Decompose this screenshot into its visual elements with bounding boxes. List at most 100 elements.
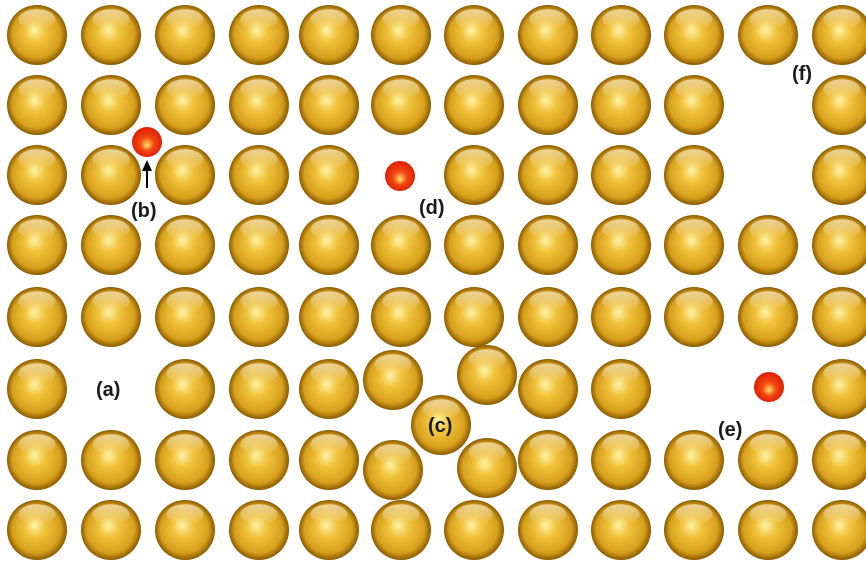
relaxed-atom-upper-right	[457, 345, 517, 405]
host-atom-r2-c7	[444, 75, 504, 135]
host-atom-r1-c10	[664, 5, 724, 65]
host-atom-r3-c5	[299, 145, 359, 205]
host-atom-r5-c1	[7, 287, 67, 347]
host-atom-r4-c3	[155, 215, 215, 275]
host-atom-r6-c8	[518, 359, 578, 419]
host-atom-r7-c10	[664, 430, 724, 490]
arrow-layer	[142, 160, 152, 188]
host-atom-r4-c9	[591, 215, 651, 275]
host-atom-r8-c2	[81, 500, 141, 560]
host-atom-r3-c2	[81, 145, 141, 205]
host-atom-r8-c10	[664, 500, 724, 560]
host-atom-r4-c6	[371, 215, 431, 275]
impurity-atoms-layer	[132, 127, 784, 402]
host-atom-r5-c10	[664, 287, 724, 347]
host-atom-r5-c4	[229, 287, 289, 347]
host-atom-r2-c4	[229, 75, 289, 135]
host-atom-r5-c11	[738, 287, 798, 347]
relaxed-atom-upper-left	[363, 350, 423, 410]
host-atom-r8-c12	[812, 500, 866, 560]
self-interstitial-atom	[411, 395, 471, 455]
host-atom-r1-c6	[371, 5, 431, 65]
label-vacancy-a: (a)	[96, 379, 121, 401]
host-atoms-layer	[7, 5, 866, 560]
host-atom-r2-c6	[371, 75, 431, 135]
impurity-atom-substitutional	[385, 161, 415, 191]
host-atom-r8-c1	[7, 500, 67, 560]
host-atom-r4-c10	[664, 215, 724, 275]
host-atom-r2-c9	[591, 75, 651, 135]
host-atom-r4-c11	[738, 215, 798, 275]
label-vacancy-cluster-f: (f)	[792, 63, 812, 85]
host-atom-r1-c11	[738, 5, 798, 65]
host-atom-r6-c9	[591, 359, 651, 419]
host-atom-r1-c7	[444, 5, 504, 65]
host-atom-r2-c2	[81, 75, 141, 135]
host-atom-r7-c9	[591, 430, 651, 490]
host-atom-r2-c5	[299, 75, 359, 135]
host-atom-r8-c11	[738, 500, 798, 560]
host-atom-r1-c2	[81, 5, 141, 65]
host-atom-r3-c10	[664, 145, 724, 205]
host-atom-r6-c5	[299, 359, 359, 419]
host-atom-r2-c8	[518, 75, 578, 135]
host-atom-r4-c4	[229, 215, 289, 275]
host-atom-r4-c5	[299, 215, 359, 275]
host-atom-r3-c4	[229, 145, 289, 205]
host-atom-r6-c12	[812, 359, 866, 419]
host-atom-r7-c1	[7, 430, 67, 490]
host-atom-r4-c2	[81, 215, 141, 275]
label-substitutional-d: (d)	[419, 197, 445, 219]
host-atom-r7-c3	[155, 430, 215, 490]
impurity-atom-interstitial	[132, 127, 162, 157]
host-atom-r3-c7	[444, 145, 504, 205]
host-atom-r2-c3	[155, 75, 215, 135]
host-atom-r1-c3	[155, 5, 215, 65]
label-impurity-cluster-e: (e)	[718, 419, 743, 441]
host-atom-r4-c12	[812, 215, 866, 275]
host-atom-r7-c4	[229, 430, 289, 490]
host-atom-r7-c8	[518, 430, 578, 490]
host-atom-r1-c4	[229, 5, 289, 65]
label-interstitial-b: (b)	[131, 200, 157, 222]
host-atom-r5-c5	[299, 287, 359, 347]
host-atom-r7-c12	[812, 430, 866, 490]
host-atom-r6-c3	[155, 359, 215, 419]
host-atom-r1-c1	[7, 5, 67, 65]
arrow-head-icon	[142, 160, 152, 171]
host-atom-r7-c5	[299, 430, 359, 490]
host-atom-r2-c12	[812, 75, 866, 135]
host-atom-r3-c3	[155, 145, 215, 205]
host-atom-r8-c4	[229, 500, 289, 560]
host-atom-r8-c7	[444, 500, 504, 560]
host-atom-r1-c12	[812, 5, 866, 65]
host-atom-r8-c9	[591, 500, 651, 560]
host-atom-r8-c3	[155, 500, 215, 560]
host-atom-r5-c6	[371, 287, 431, 347]
host-atom-r8-c8	[518, 500, 578, 560]
host-atom-r4-c8	[518, 215, 578, 275]
impurity-atom-cluster	[754, 372, 784, 402]
label-self-interstitial-c: (c)	[428, 415, 453, 437]
host-atom-r8-c5	[299, 500, 359, 560]
host-atom-r5-c12	[812, 287, 866, 347]
host-atom-r5-c7	[444, 287, 504, 347]
host-atom-r2-c10	[664, 75, 724, 135]
host-atom-r3-c12	[812, 145, 866, 205]
host-atom-r6-c4	[229, 359, 289, 419]
host-atom-r7-c2	[81, 430, 141, 490]
host-atom-r5-c9	[591, 287, 651, 347]
host-atom-r4-c1	[7, 215, 67, 275]
host-atom-r5-c8	[518, 287, 578, 347]
host-atom-r5-c3	[155, 287, 215, 347]
host-atom-r3-c9	[591, 145, 651, 205]
host-atom-r3-c1	[7, 145, 67, 205]
relaxed-atom-lower-left	[363, 440, 423, 500]
host-atom-r1-c5	[299, 5, 359, 65]
host-atom-r4-c7	[444, 215, 504, 275]
host-atom-r1-c8	[518, 5, 578, 65]
host-atom-r5-c2	[81, 287, 141, 347]
host-atom-r7-c11	[738, 430, 798, 490]
